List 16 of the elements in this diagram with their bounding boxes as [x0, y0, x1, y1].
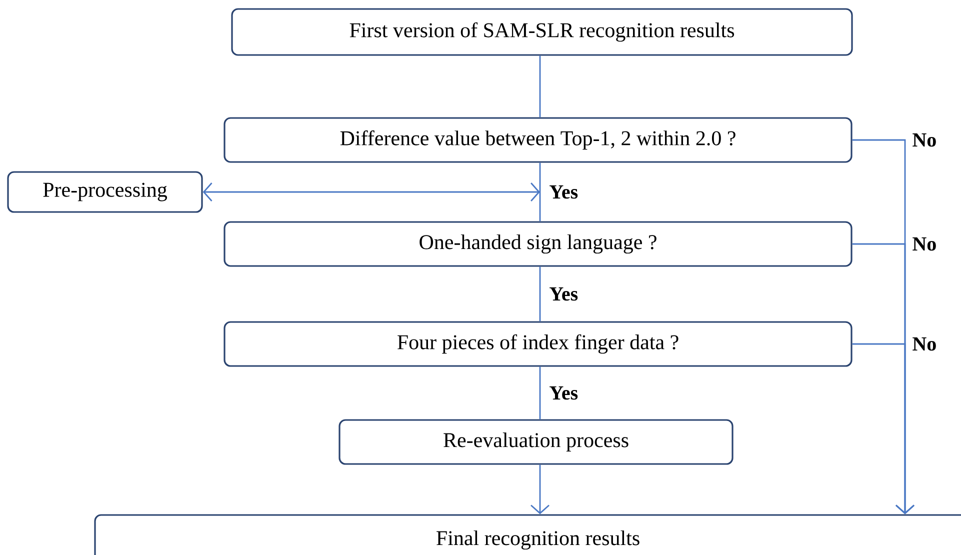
edge-label: No: [912, 337, 936, 351]
process-box: First version of SAM-SLR recognition results: [231, 8, 853, 56]
edge-label: Yes: [550, 185, 578, 199]
edge-label: No: [912, 133, 936, 147]
process-box: Re-evaluation process: [338, 419, 734, 465]
process-box: One-handed sign language ?: [224, 221, 852, 267]
edge-label: Yes: [550, 287, 578, 301]
edge-label: Yes: [550, 386, 578, 400]
arrow: [530, 464, 550, 514]
process-box: Pre-processing: [7, 171, 203, 213]
process-box: Difference value between Top-1, 2 within 2.0 ?: [224, 117, 852, 163]
final-results-box: Final recognition results: [94, 514, 961, 555]
process-box: Four pieces of index finger data ?: [224, 321, 852, 367]
arrow: [852, 343, 914, 514]
arrow: [202, 182, 540, 202]
edge-label: No: [912, 237, 936, 251]
